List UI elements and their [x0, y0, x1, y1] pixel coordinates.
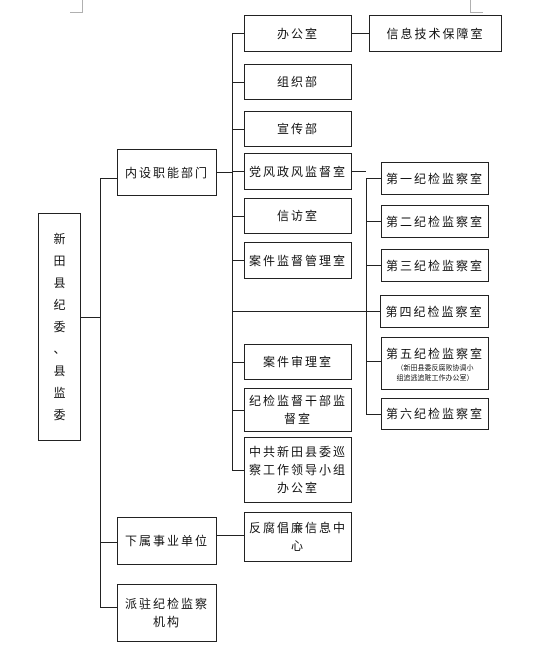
connector: [100, 542, 117, 543]
publicity-node: 宣传部: [244, 111, 352, 147]
room-1-node: 第一纪检监察室: [381, 162, 489, 195]
petition-node: 信访室: [244, 198, 352, 234]
info-tech-node: 信息技术保障室: [369, 15, 502, 52]
internal-departments-node: 内设职能部门: [117, 149, 217, 196]
connector: [100, 178, 117, 179]
root-char: 田: [53, 254, 66, 268]
room-3-node: 第三纪检监察室: [381, 249, 489, 282]
node-label-line: 中共新田县委巡: [248, 445, 347, 459]
node-label: 第六纪检监察室: [385, 407, 484, 421]
affiliated-institutions-node: 下属事业单位: [117, 517, 217, 565]
root-char: 纪: [53, 298, 66, 312]
root-char: 委: [53, 320, 66, 334]
connector: [352, 33, 369, 34]
organization-node: 组织部: [244, 64, 352, 100]
connector: [366, 178, 367, 414]
node-label: 下属事业单位: [124, 534, 209, 548]
root-char: 监: [53, 386, 66, 400]
connector: [232, 33, 244, 34]
node-label-line: 纪检监督干部监: [248, 394, 347, 408]
connector: [366, 221, 381, 222]
connector: [366, 178, 381, 179]
dispatched-agencies-node: 派驻纪检监察 机构: [117, 584, 217, 642]
node-label: 第三纪检监察室: [385, 258, 484, 273]
office-node: 办公室: [244, 15, 352, 52]
node-label: 第一纪检监察室: [385, 171, 484, 186]
page-corner-mark-left: [70, 0, 83, 13]
root-char: 委: [53, 408, 66, 422]
connector: [366, 265, 381, 266]
node-label-line: 心: [290, 539, 305, 553]
style-supervision-node: 党风政风监督室: [244, 153, 352, 190]
node-label: 第二纪检监察室: [385, 214, 484, 229]
connector: [100, 607, 117, 608]
page-corner-mark-right: [470, 0, 483, 13]
node-label-line: 督室: [283, 412, 312, 426]
node-label-line: 派驻纪检监察: [124, 597, 209, 611]
root-char: 新: [53, 232, 66, 246]
node-label: 办公室: [276, 26, 319, 41]
room-2-node: 第二纪检监察室: [381, 205, 489, 238]
node-label: 第四纪检监察室: [385, 304, 484, 319]
node-label-line: 反腐倡廉信息中: [248, 521, 347, 535]
root-node: 新 田 县 纪 委 、 县 监 委: [38, 213, 81, 441]
node-label-line: 察工作领导小组: [248, 463, 347, 477]
connector: [232, 33, 233, 470]
connector: [232, 410, 244, 411]
case-trial-node: 案件审理室: [244, 344, 352, 380]
connector: [232, 260, 244, 261]
connector: [232, 362, 244, 363]
root-char: 县: [53, 364, 66, 378]
node-label: 案件审理室: [262, 355, 333, 369]
connector: [232, 470, 244, 471]
connector: [366, 361, 381, 362]
connector: [81, 317, 100, 318]
room-5-node: 第五纪检监察室 （新田县委反腐败协调小 组追逃追赃工作办公室）: [381, 337, 489, 390]
node-label: 组织部: [276, 75, 319, 89]
node-label: 信息技术保障室: [386, 26, 485, 41]
node-label: 第五纪检监察室: [385, 346, 484, 361]
room-6-node: 第六纪检监察室: [381, 398, 489, 430]
node-label: 信访室: [276, 209, 319, 223]
room-4-node: 第四纪检监察室: [380, 295, 489, 328]
connector: [232, 129, 244, 130]
root-char: 县: [53, 276, 66, 290]
node-label: 案件监督管理室: [248, 253, 347, 268]
node-label: 党风政风监督室: [248, 164, 347, 179]
connector: [352, 171, 366, 172]
connector: [100, 178, 101, 607]
connector: [217, 535, 244, 536]
node-label-line: 办公室: [276, 481, 319, 495]
info-center-node: 反腐倡廉信息中 心: [244, 512, 352, 562]
cadre-supervision-node: 纪检监督干部监 督室: [244, 388, 352, 432]
connector: [232, 82, 244, 83]
node-note-line: （新田县委反腐败协调小: [396, 363, 474, 372]
connector: [217, 172, 232, 173]
node-label: 宣传部: [276, 122, 319, 136]
connector: [232, 171, 244, 172]
node-note-line: 组追逃追赃工作办公室）: [396, 373, 474, 382]
inspection-office-node: 中共新田县委巡 察工作领导小组 办公室: [244, 437, 352, 503]
case-management-node: 案件监督管理室: [244, 242, 352, 279]
connector: [366, 414, 381, 415]
node-label-line: 机构: [152, 615, 181, 629]
connector: [232, 216, 244, 217]
root-char: 、: [53, 342, 66, 356]
connector: [232, 311, 380, 312]
node-label: 内设职能部门: [124, 165, 209, 180]
